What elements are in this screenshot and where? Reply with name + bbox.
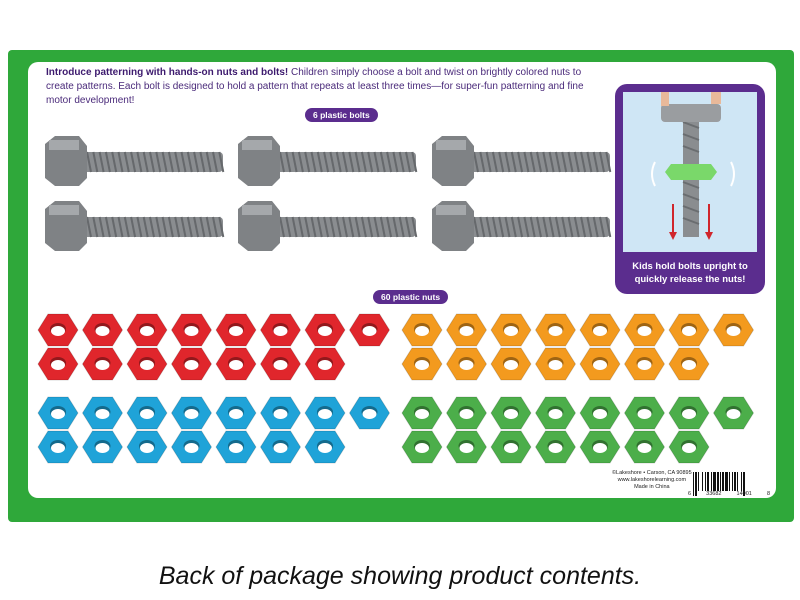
green-nut [401,396,443,430]
red-nut [259,347,302,381]
orange-nut [490,313,532,347]
orange-nut [490,347,532,381]
barcode-digit: 8 [766,491,770,497]
green-nut [623,396,666,430]
copyright: ©Lakeshore • Carson, CA 90895 [612,470,692,476]
orange-nut [401,347,443,381]
orange-nut [668,347,710,381]
intro-heading: Introduce patterning with hands-on nuts … [46,67,289,78]
orange-nut [623,347,666,381]
red-nut [126,347,168,381]
orange-nut [579,347,621,381]
blue-nut [259,396,302,430]
blue-nut [126,430,168,464]
image-caption: Back of package showing product contents… [158,562,642,590]
red-nut [304,347,346,381]
barcode-digit: 33682 [706,491,722,497]
blue-nut [215,430,257,464]
bolt [238,136,418,186]
bolts-label: 6 plastic bolts [305,108,378,122]
green-nut [534,396,577,430]
red-nut [259,313,302,347]
red-nut [81,313,124,347]
orange-nut [668,313,710,347]
blue-nut [215,396,257,430]
illustration-image [623,92,757,252]
red-nut [170,347,213,381]
red-nut [37,313,79,347]
green-nut [445,430,488,464]
blue-nut [37,396,79,430]
orange-nut [401,313,443,347]
origin: Made in China [634,484,670,490]
blue-nut [170,396,213,430]
orange-nut [445,313,488,347]
green-nut [445,396,488,430]
red-nut [348,313,391,347]
blue-nut [81,396,124,430]
green-nut [534,430,577,464]
bolt [238,201,418,251]
nuts-label: 60 plastic nuts [373,290,449,304]
usage-illustration: Kids hold bolts upright to quickly releas… [615,84,765,294]
green-nut [490,430,532,464]
blue-nut [348,396,391,430]
red-nut [304,313,346,347]
orange-nut [579,313,621,347]
blue-nut [259,430,302,464]
blue-nut [126,396,168,430]
barcode-digits: 6 33682 14001 8 [688,491,770,497]
blue-nut [304,396,346,430]
green-nut [623,430,666,464]
green-nut [668,430,710,464]
caption-line: Kids hold bolts upright to [632,261,748,272]
green-nut [712,396,755,430]
red-nut [37,347,79,381]
website: www.lakeshorelearning.com [617,477,687,483]
blue-nut [304,430,346,464]
green-nut [490,396,532,430]
red-nut [81,347,124,381]
bolt [432,136,612,186]
green-nut [401,430,443,464]
orange-nut [623,313,666,347]
blue-nut [170,430,213,464]
red-nut [215,313,257,347]
green-nut [668,396,710,430]
bolt [432,201,612,251]
red-nut [170,313,213,347]
orange-nut [712,313,755,347]
bolt [45,201,225,251]
green-nut [579,396,621,430]
legal-info: ©Lakeshore • Carson, CA 90895 www.lakesh… [612,470,692,491]
blue-nut [81,430,124,464]
barcode-digit: 14001 [736,491,752,497]
caption-line: quickly release the nuts! [634,274,746,285]
red-nut [215,347,257,381]
green-nut [579,430,621,464]
intro-text: Introduce patterning with hands-on nuts … [46,66,606,108]
blue-nut [37,430,79,464]
orange-nut [445,347,488,381]
bolt [45,136,225,186]
red-nut [126,313,168,347]
barcode-digit: 6 [688,491,692,497]
intro-body: Children simply choose a bolt and twist … [46,67,584,106]
orange-nut [534,347,577,381]
orange-nut [534,313,577,347]
barcode [693,472,745,496]
